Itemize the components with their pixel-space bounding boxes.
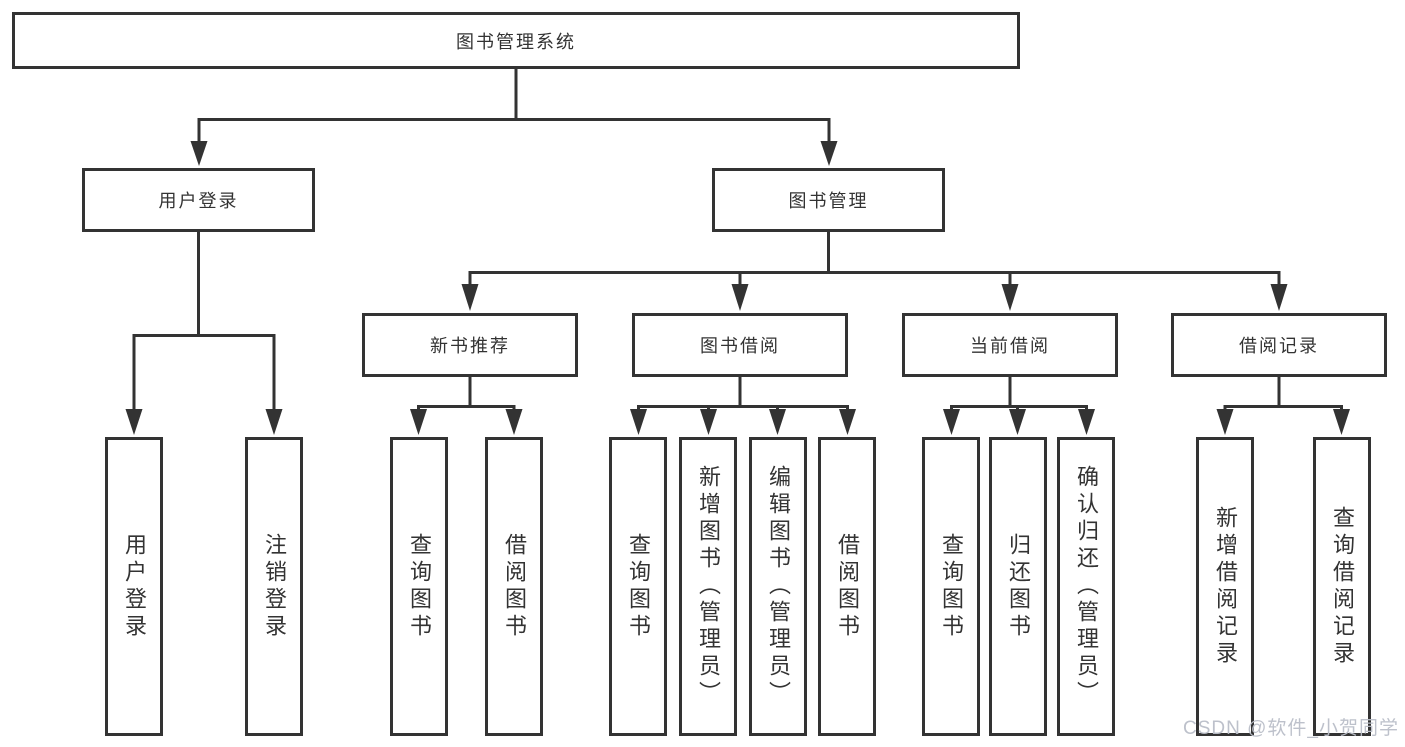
leaf-user-login: 用户登录: [105, 437, 163, 736]
arrowhead-icon: [630, 409, 647, 435]
leaf-label: 查询图书: [626, 532, 651, 641]
leaf-label: 新增借阅记录: [1213, 505, 1238, 668]
arrowhead-icon: [943, 409, 960, 435]
leaf-label: 注销登录: [262, 532, 287, 641]
leaf-label: 借阅图书: [502, 532, 527, 641]
arrowhead-icon: [700, 409, 717, 435]
leaf-label: 查询借阅记录: [1330, 505, 1355, 668]
node-book-borrowing: 图书借阅: [632, 313, 848, 377]
leaf-return-book: 归还图书: [989, 437, 1047, 736]
node-new-book-recommendation: 新书推荐: [362, 313, 578, 377]
arrowhead-icon: [1270, 284, 1288, 311]
leaf-confirm-return-admin: 确认归还（管理员）: [1057, 437, 1115, 736]
arrowhead-icon: [1009, 409, 1026, 435]
arrowhead-icon: [769, 409, 786, 435]
arrowhead-icon: [820, 141, 838, 166]
leaf-edit-book-admin: 编辑图书（管理员）: [749, 437, 807, 736]
node-library-management-system: 图书管理系统: [12, 12, 1020, 69]
arrowhead-icon: [505, 409, 523, 435]
node-label: 图书借阅: [700, 336, 780, 356]
arrowhead-icon: [1333, 409, 1350, 435]
leaf-label: 查询图书: [939, 532, 964, 641]
leaf-borrow-books-recommend: 借阅图书: [485, 437, 543, 736]
arrowhead-icon: [265, 409, 283, 435]
leaf-add-borrow-record: 新增借阅记录: [1196, 437, 1254, 736]
node-label: 图书管理系统: [456, 31, 576, 52]
leaf-logout: 注销登录: [245, 437, 303, 736]
node-label: 当前借阅: [970, 336, 1050, 356]
leaf-query-books-borrow: 查询图书: [609, 437, 667, 736]
leaf-query-books-recommend: 查询图书: [390, 437, 448, 736]
node-label: 图书管理: [788, 191, 869, 211]
arrowhead-icon: [190, 141, 208, 166]
arrowhead-icon: [461, 284, 479, 311]
node-book-management: 图书管理: [712, 168, 945, 232]
arrowhead-icon: [731, 284, 749, 311]
node-borrowing-records: 借阅记录: [1171, 313, 1387, 377]
leaf-query-borrow-record: 查询借阅记录: [1313, 437, 1371, 736]
leaf-label: 确认归还（管理员）: [1074, 465, 1099, 708]
leaf-label: 借阅图书: [835, 532, 860, 641]
leaf-label: 新增图书（管理员）: [696, 465, 721, 708]
leaf-label: 用户登录: [122, 532, 147, 641]
leaf-label: 归还图书: [1006, 532, 1031, 641]
node-label: 新书推荐: [430, 336, 510, 356]
arrowhead-icon: [1001, 284, 1019, 311]
arrowhead-icon: [1078, 409, 1095, 435]
arrowhead-icon: [410, 409, 427, 435]
leaf-query-books-current: 查询图书: [922, 437, 980, 736]
leaf-borrow-books: 借阅图书: [818, 437, 876, 736]
node-label: 借阅记录: [1239, 336, 1319, 356]
node-user-login: 用户登录: [82, 168, 315, 232]
leaf-label: 查询图书: [407, 532, 432, 641]
arrowhead-icon: [1216, 409, 1234, 435]
watermark: CSDN @软件_小贺同学: [1183, 718, 1399, 739]
node-current-borrowing: 当前借阅: [902, 313, 1118, 377]
leaf-label: 编辑图书（管理员）: [766, 465, 791, 708]
node-label: 用户登录: [158, 191, 239, 211]
leaf-add-book-admin: 新增图书（管理员）: [679, 437, 737, 736]
arrowhead-icon: [839, 409, 856, 435]
arrowhead-icon: [125, 409, 143, 435]
